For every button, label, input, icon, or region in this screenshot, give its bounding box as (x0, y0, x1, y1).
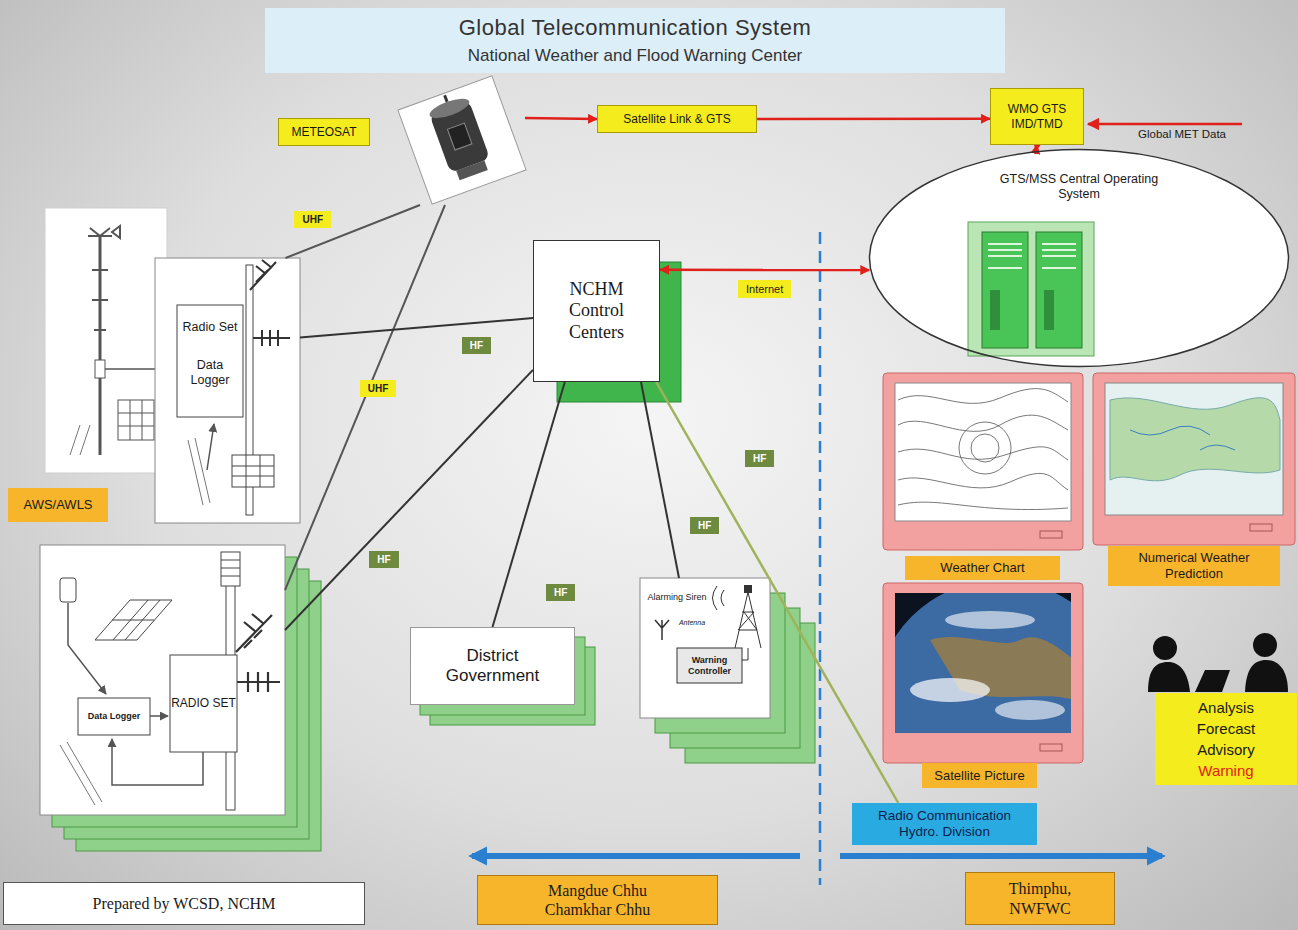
station-stack (40, 545, 321, 851)
weather-chart-monitor (883, 373, 1083, 550)
alarm-stack (640, 578, 815, 763)
server-illustration (869, 149, 1289, 367)
node-label: METEOSAT (278, 118, 370, 146)
node-label: Advisory (1197, 739, 1255, 760)
satellite-picture (398, 76, 526, 204)
node-label: NCHM Control Centers (549, 279, 644, 344)
node-label: Data Logger (177, 356, 243, 390)
node-label: Warning Controller (677, 648, 742, 683)
subtitle: National Weather and Flood Warning Cente… (468, 46, 803, 66)
products-box: AnalysisForecastAdvisoryWarning (1155, 693, 1297, 785)
satellite-monitor (875, 580, 1125, 830)
node-label: WMO GTS IMD/TMD (997, 102, 1077, 131)
global-data-arrow (1088, 124, 1242, 125)
connector (1036, 145, 1037, 150)
node-label: Forecast (1197, 718, 1255, 739)
node-label: RADIO SET (170, 655, 237, 752)
control-center-box: NCHM Control Centers (533, 240, 660, 382)
node-label: Thimphu, NWFWC (1000, 879, 1080, 917)
edge-label: HF (745, 450, 774, 467)
node-label: Alarming Siren (646, 582, 708, 612)
node-label: District Government (430, 646, 555, 687)
node-label: Data Logger (78, 698, 150, 735)
prediction-monitor (1093, 373, 1295, 545)
station-panel: Radio SetData Logger (155, 258, 300, 523)
region-divider (472, 232, 1162, 885)
note-label: Global MET Data (1138, 128, 1226, 142)
node-label: Warning (1198, 760, 1253, 781)
gts-box: WMO GTS IMD/TMD (990, 88, 1084, 145)
district-box: District Government (410, 627, 575, 705)
edge-label: HF (546, 584, 575, 601)
monitor-caption: Numerical Weather Prediction (1108, 546, 1280, 586)
ellipse-shape (870, 150, 1289, 367)
edge-label: HF (690, 517, 719, 534)
diagram-title: Global Telecommunication System (459, 15, 812, 41)
node-label: Satellite Link & GTS (623, 112, 730, 126)
connector (757, 118, 990, 121)
edge-label: HF (369, 551, 398, 568)
basin-box: Thimphu, NWFWC (965, 872, 1115, 925)
node-label: Radio Communication Hydro. Division (862, 808, 1027, 840)
node-label: Antenna (672, 616, 712, 630)
node-label: Numerical Weather Prediction (1119, 550, 1269, 581)
node-label: Analysis (1198, 697, 1254, 718)
edge-label: HF (462, 337, 491, 354)
connector (660, 269, 869, 272)
edge-label: Internet (738, 280, 791, 298)
edge-label: UHF (360, 380, 397, 397)
alarm-panel: Alarming SirenAntennaWarning Controller (640, 578, 770, 718)
node-label: Prepared by WCSD, NCHM (93, 894, 276, 913)
connector (286, 205, 421, 258)
connector (285, 370, 533, 630)
station-tag: AWS/AWLS (8, 488, 108, 522)
station-panel-illustration (155, 258, 300, 523)
title-band: Global Telecommunication SystemNational … (265, 8, 1005, 73)
operating-system-ellipse: GTS/MSS Central Operating System (868, 148, 1290, 368)
connector (285, 205, 445, 590)
node-label: AWS/AWLS (23, 497, 92, 513)
satellite-node: METEOSAT (278, 78, 525, 205)
people-silhouette (1148, 633, 1288, 692)
credit-box: Prepared by WCSD, NCHM (3, 882, 365, 925)
connector (300, 318, 533, 337)
node-label: Mangdue Chhu Chamkhar Chhu (533, 881, 663, 919)
edge-label: UHF (294, 211, 331, 228)
monitor-caption: Satellite Picture (922, 763, 1037, 788)
link-box: Satellite Link & GTS (597, 105, 757, 133)
connector (525, 118, 597, 119)
division-box: Radio Communication Hydro. Division (852, 803, 1037, 845)
node-label: Weather Chart (940, 560, 1024, 576)
node-label: Radio Set (177, 310, 243, 344)
station-panel: Data Logger RADIO SET (40, 545, 285, 815)
monitor-caption: Weather Chart (905, 556, 1060, 580)
node-label: GTS/MSS Central Operating System (999, 170, 1159, 204)
basin-box: Mangdue Chhu Chamkhar Chhu (477, 875, 718, 925)
node-label: Satellite Picture (934, 768, 1024, 784)
